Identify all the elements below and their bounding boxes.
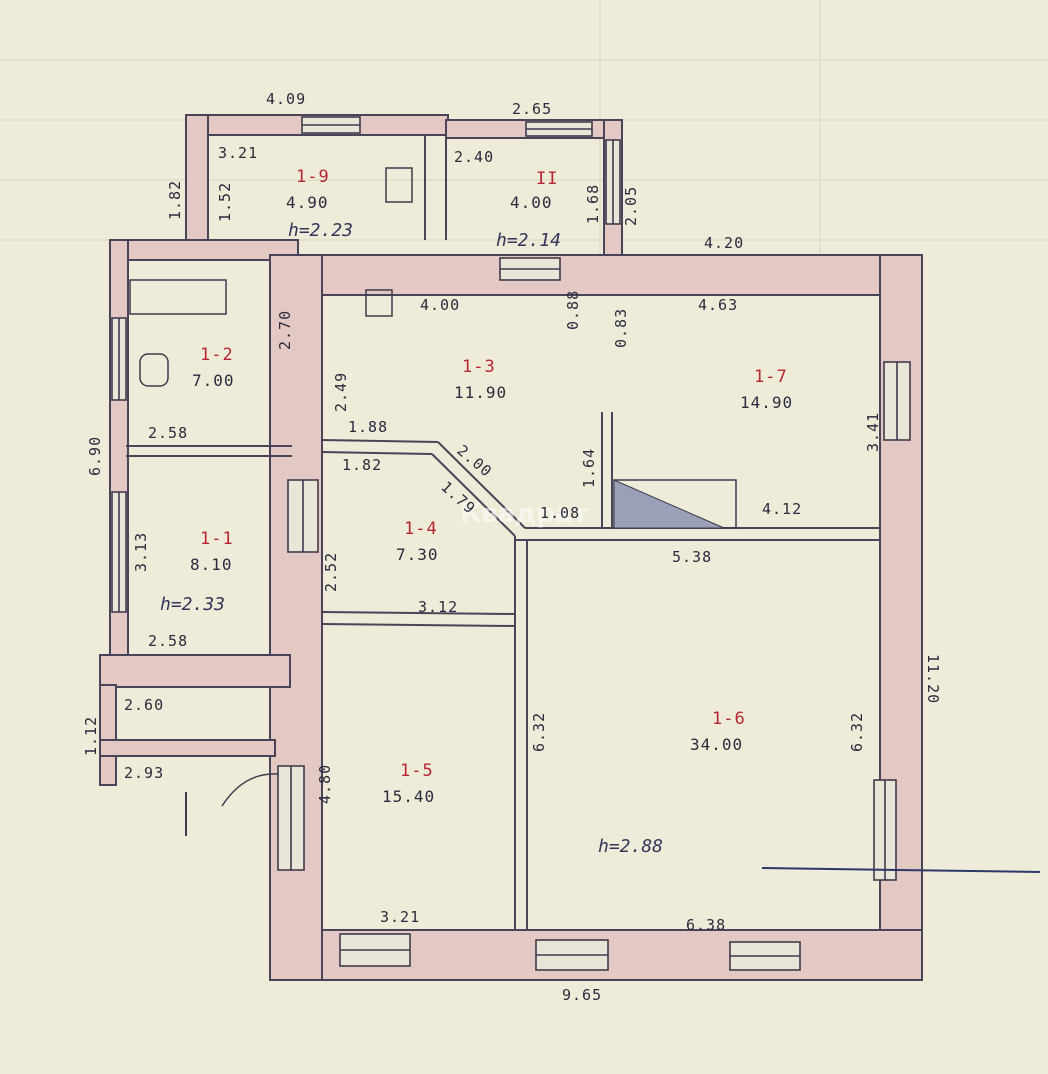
bathtub-icon bbox=[129, 279, 227, 315]
room-area: 7.00 bbox=[192, 371, 235, 390]
room-area: 15.40 bbox=[382, 787, 435, 806]
dimension: 6.32 bbox=[848, 712, 866, 752]
height-note: h=2.33 bbox=[160, 594, 225, 615]
dimension: 1.12 bbox=[82, 716, 100, 756]
room-labels: 1-9 4.90 II 4.00 1-2 7.00 1-3 11.90 1-7 … bbox=[190, 167, 793, 806]
dimension: 2.58 bbox=[148, 632, 188, 650]
room-id: 1-1 bbox=[200, 529, 234, 549]
height-note: h=2.88 bbox=[598, 836, 663, 857]
door-swing-icon bbox=[221, 773, 279, 807]
dimension: 3.13 bbox=[132, 532, 150, 572]
dimension: 1.52 bbox=[216, 182, 234, 222]
dimension: 2.93 bbox=[124, 764, 164, 782]
interior-walls bbox=[126, 135, 880, 930]
dimension: 9.65 bbox=[562, 986, 602, 1004]
dimension: 2.70 bbox=[276, 310, 294, 350]
room-id: 1-6 bbox=[712, 709, 746, 729]
dimension: 4.12 bbox=[762, 500, 802, 518]
dimension: 2.05 bbox=[622, 186, 640, 226]
dimension: 2.65 bbox=[512, 100, 552, 118]
room-id: 1-7 bbox=[754, 367, 788, 387]
dimension: 2.49 bbox=[332, 372, 350, 412]
dimension: 4.80 bbox=[316, 764, 334, 804]
dimension: 1.68 bbox=[584, 184, 602, 224]
dimension: 6.38 bbox=[686, 916, 726, 934]
dimension: 4.09 bbox=[266, 90, 306, 108]
dimension: 1.64 bbox=[580, 448, 598, 488]
room-area: 4.00 bbox=[510, 193, 553, 212]
room-area: 14.90 bbox=[740, 393, 793, 412]
dimension: 0.88 bbox=[564, 290, 582, 330]
dimension: 4.00 bbox=[420, 296, 460, 314]
room-area: 7.30 bbox=[396, 545, 439, 564]
room-id: 1-5 bbox=[400, 761, 434, 781]
room-area: 8.10 bbox=[190, 555, 233, 574]
stove-icon bbox=[365, 289, 393, 317]
dimension: 2.58 bbox=[148, 424, 188, 442]
windows bbox=[111, 116, 911, 971]
dimension: 2.52 bbox=[322, 552, 340, 592]
dimension: 2.60 bbox=[124, 696, 164, 714]
fixtures bbox=[129, 167, 1041, 873]
room-id: 1-4 bbox=[404, 519, 438, 539]
dimension: 6.32 bbox=[530, 712, 548, 752]
dimension: 1.82 bbox=[166, 180, 184, 220]
dimension: 3.21 bbox=[218, 144, 258, 162]
dimension: 4.63 bbox=[698, 296, 738, 314]
height-note: h=2.14 bbox=[496, 230, 561, 251]
dimension: 2.00 bbox=[453, 441, 495, 481]
dimension: 3.41 bbox=[864, 412, 882, 452]
room-id: 1-3 bbox=[462, 357, 496, 377]
heater-icon bbox=[385, 167, 413, 203]
ceiling-heights: h=2.23 h=2.14 h=2.33 h=2.88 bbox=[160, 220, 663, 857]
room-id: 1-9 bbox=[296, 167, 330, 187]
room-id: 1-2 bbox=[200, 345, 234, 365]
room-area: 34.00 bbox=[690, 735, 743, 754]
watermark: Квадрат bbox=[460, 499, 587, 529]
height-note: h=2.23 bbox=[288, 220, 353, 241]
dimension: 4.20 bbox=[704, 234, 744, 252]
toilet-icon bbox=[139, 353, 169, 387]
room-area: 4.90 bbox=[286, 193, 329, 212]
dimension: 1.88 bbox=[348, 418, 388, 436]
dimension: 0.83 bbox=[612, 308, 630, 348]
dimension: 1.82 bbox=[342, 456, 382, 474]
dimension: 1.08 bbox=[540, 504, 580, 522]
room-area: 11.90 bbox=[454, 383, 507, 402]
dimension: 5.38 bbox=[672, 548, 712, 566]
dimension: 3.21 bbox=[380, 908, 420, 926]
dimension: 11.20 bbox=[924, 654, 942, 704]
dimension: 2.40 bbox=[454, 148, 494, 166]
dimension: 3.12 bbox=[418, 598, 458, 616]
room-id: II bbox=[536, 169, 558, 189]
dimension: 6.90 bbox=[86, 436, 104, 476]
